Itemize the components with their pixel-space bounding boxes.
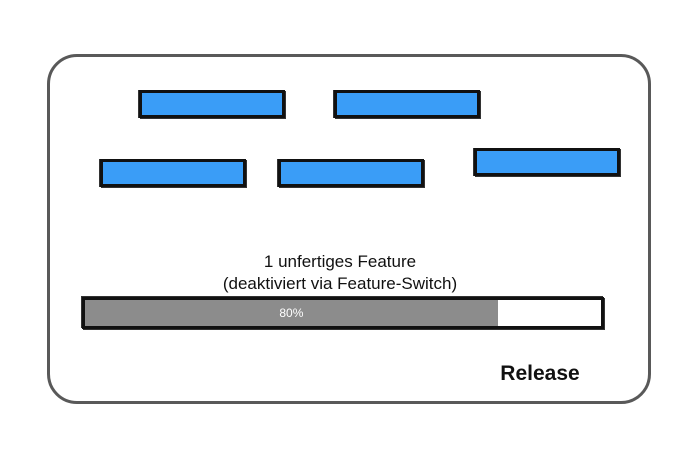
feature-caption-line2: (deaktiviert via Feature-Switch) [222,274,458,293]
feature-block-5 [474,148,620,176]
feature-caption-line1: 1 unfertiges Feature [263,252,417,271]
release-label: Release [500,362,580,385]
feature-block-4 [278,159,424,187]
release-frame [47,54,651,404]
feature-block-1 [139,90,285,118]
feature-block-3 [100,159,246,187]
progress-fill [85,300,498,326]
feature-block-2 [334,90,480,118]
progress-label: 80% [279,306,304,320]
progress-bar: 80% [82,297,604,329]
